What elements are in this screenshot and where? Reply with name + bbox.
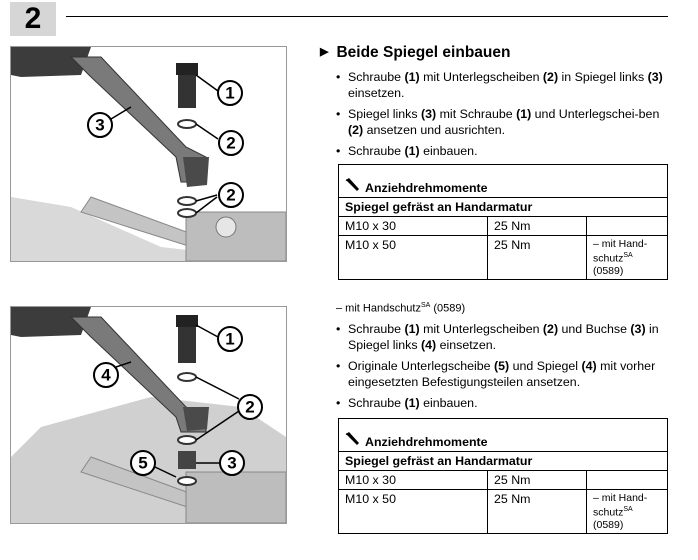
mirror-handguard-illustration: 1 4 2 3 5 <box>11 307 286 523</box>
callout-1: 1 <box>217 326 243 352</box>
torque-table-2: Anziehdrehmomente Spiegel gefräst an Han… <box>338 418 668 534</box>
note-cell <box>586 216 668 236</box>
torque-table-1: Anziehdrehmomente Spiegel gefräst an Han… <box>338 164 668 280</box>
instruction-step: Schraube (1) mit Unterlegscheiben (2) in… <box>336 70 666 101</box>
note-cell <box>586 470 668 490</box>
size-cell: M10 x 50 <box>338 489 488 534</box>
size-cell: M10 x 30 <box>338 470 488 490</box>
section-title: Beide Spiegel einbauen <box>336 44 511 61</box>
wrench-icon <box>345 432 365 449</box>
instruction-list-2: Schraube (1) mit Unterlegscheiben (2) un… <box>336 322 666 418</box>
note-cell: – mit Hand-schutzSA(0589) <box>586 235 668 280</box>
callout-1: 1 <box>217 80 243 106</box>
instruction-step: Schraube (1) einbauen. <box>336 144 666 160</box>
figure-mirror-install: 1 3 2 2 <box>10 46 287 262</box>
svg-text:1: 1 <box>225 84 234 103</box>
table-row: M10 x 30 25 Nm <box>338 216 668 236</box>
callout-4: 4 <box>93 362 119 388</box>
step-number: 2 <box>10 2 56 36</box>
instruction-step: Originale Unterlegscheibe (5) und Spiege… <box>336 359 666 390</box>
header-rule <box>66 16 668 17</box>
callout-3: 3 <box>87 112 113 138</box>
torque-table-subtitle: Spiegel gefräst an Handarmatur <box>338 451 668 471</box>
note-cell: – mit Hand-schutzSA(0589) <box>586 489 668 534</box>
play-arrow-icon: ▶ <box>320 46 329 58</box>
table-row: M10 x 50 25 Nm – mit Hand-schutzSA(0589) <box>338 489 668 534</box>
size-cell: M10 x 50 <box>338 235 488 280</box>
mirror-illustration: 1 3 2 2 <box>11 47 286 261</box>
svg-text:2: 2 <box>245 398 254 417</box>
torque-cell: 25 Nm <box>487 235 587 280</box>
wrench-icon <box>345 178 365 195</box>
svg-text:5: 5 <box>138 454 147 473</box>
handguard-note: – mit HandschutzSA (0589) <box>336 302 466 315</box>
svg-text:2: 2 <box>226 134 235 153</box>
instruction-step: Schraube (1) mit Unterlegscheiben (2) un… <box>336 322 666 353</box>
svg-text:2: 2 <box>226 186 235 205</box>
callout-5: 5 <box>130 450 156 476</box>
size-cell: M10 x 30 <box>338 216 488 236</box>
callout-2-lower: 2 <box>218 182 244 208</box>
torque-table-title: Anziehdrehmomente <box>338 164 668 198</box>
torque-cell: 25 Nm <box>487 470 587 490</box>
callout-2: 2 <box>237 394 263 420</box>
svg-text:3: 3 <box>227 454 236 473</box>
figure-mirror-install-handguard: 1 4 2 3 5 <box>10 306 287 524</box>
svg-text:4: 4 <box>101 366 111 385</box>
callout-2-upper: 2 <box>218 130 244 156</box>
table-row: M10 x 30 25 Nm <box>338 470 668 490</box>
svg-text:1: 1 <box>225 330 234 349</box>
instruction-step: Schraube (1) einbauen. <box>336 396 666 412</box>
instruction-step: Spiegel links (3) mit Schraube (1) und U… <box>336 107 666 138</box>
section-heading: ▶ Beide Spiegel einbauen <box>320 44 510 62</box>
instruction-list-1: Schraube (1) mit Unterlegscheiben (2) in… <box>336 70 666 166</box>
torque-table-subtitle: Spiegel gefräst an Handarmatur <box>338 197 668 217</box>
svg-text:3: 3 <box>95 116 104 135</box>
torque-cell: 25 Nm <box>487 216 587 236</box>
torque-table-title: Anziehdrehmomente <box>338 418 668 452</box>
torque-cell: 25 Nm <box>487 489 587 534</box>
callout-3: 3 <box>219 450 245 476</box>
table-row: M10 x 50 25 Nm – mit Hand-schutzSA(0589) <box>338 235 668 280</box>
